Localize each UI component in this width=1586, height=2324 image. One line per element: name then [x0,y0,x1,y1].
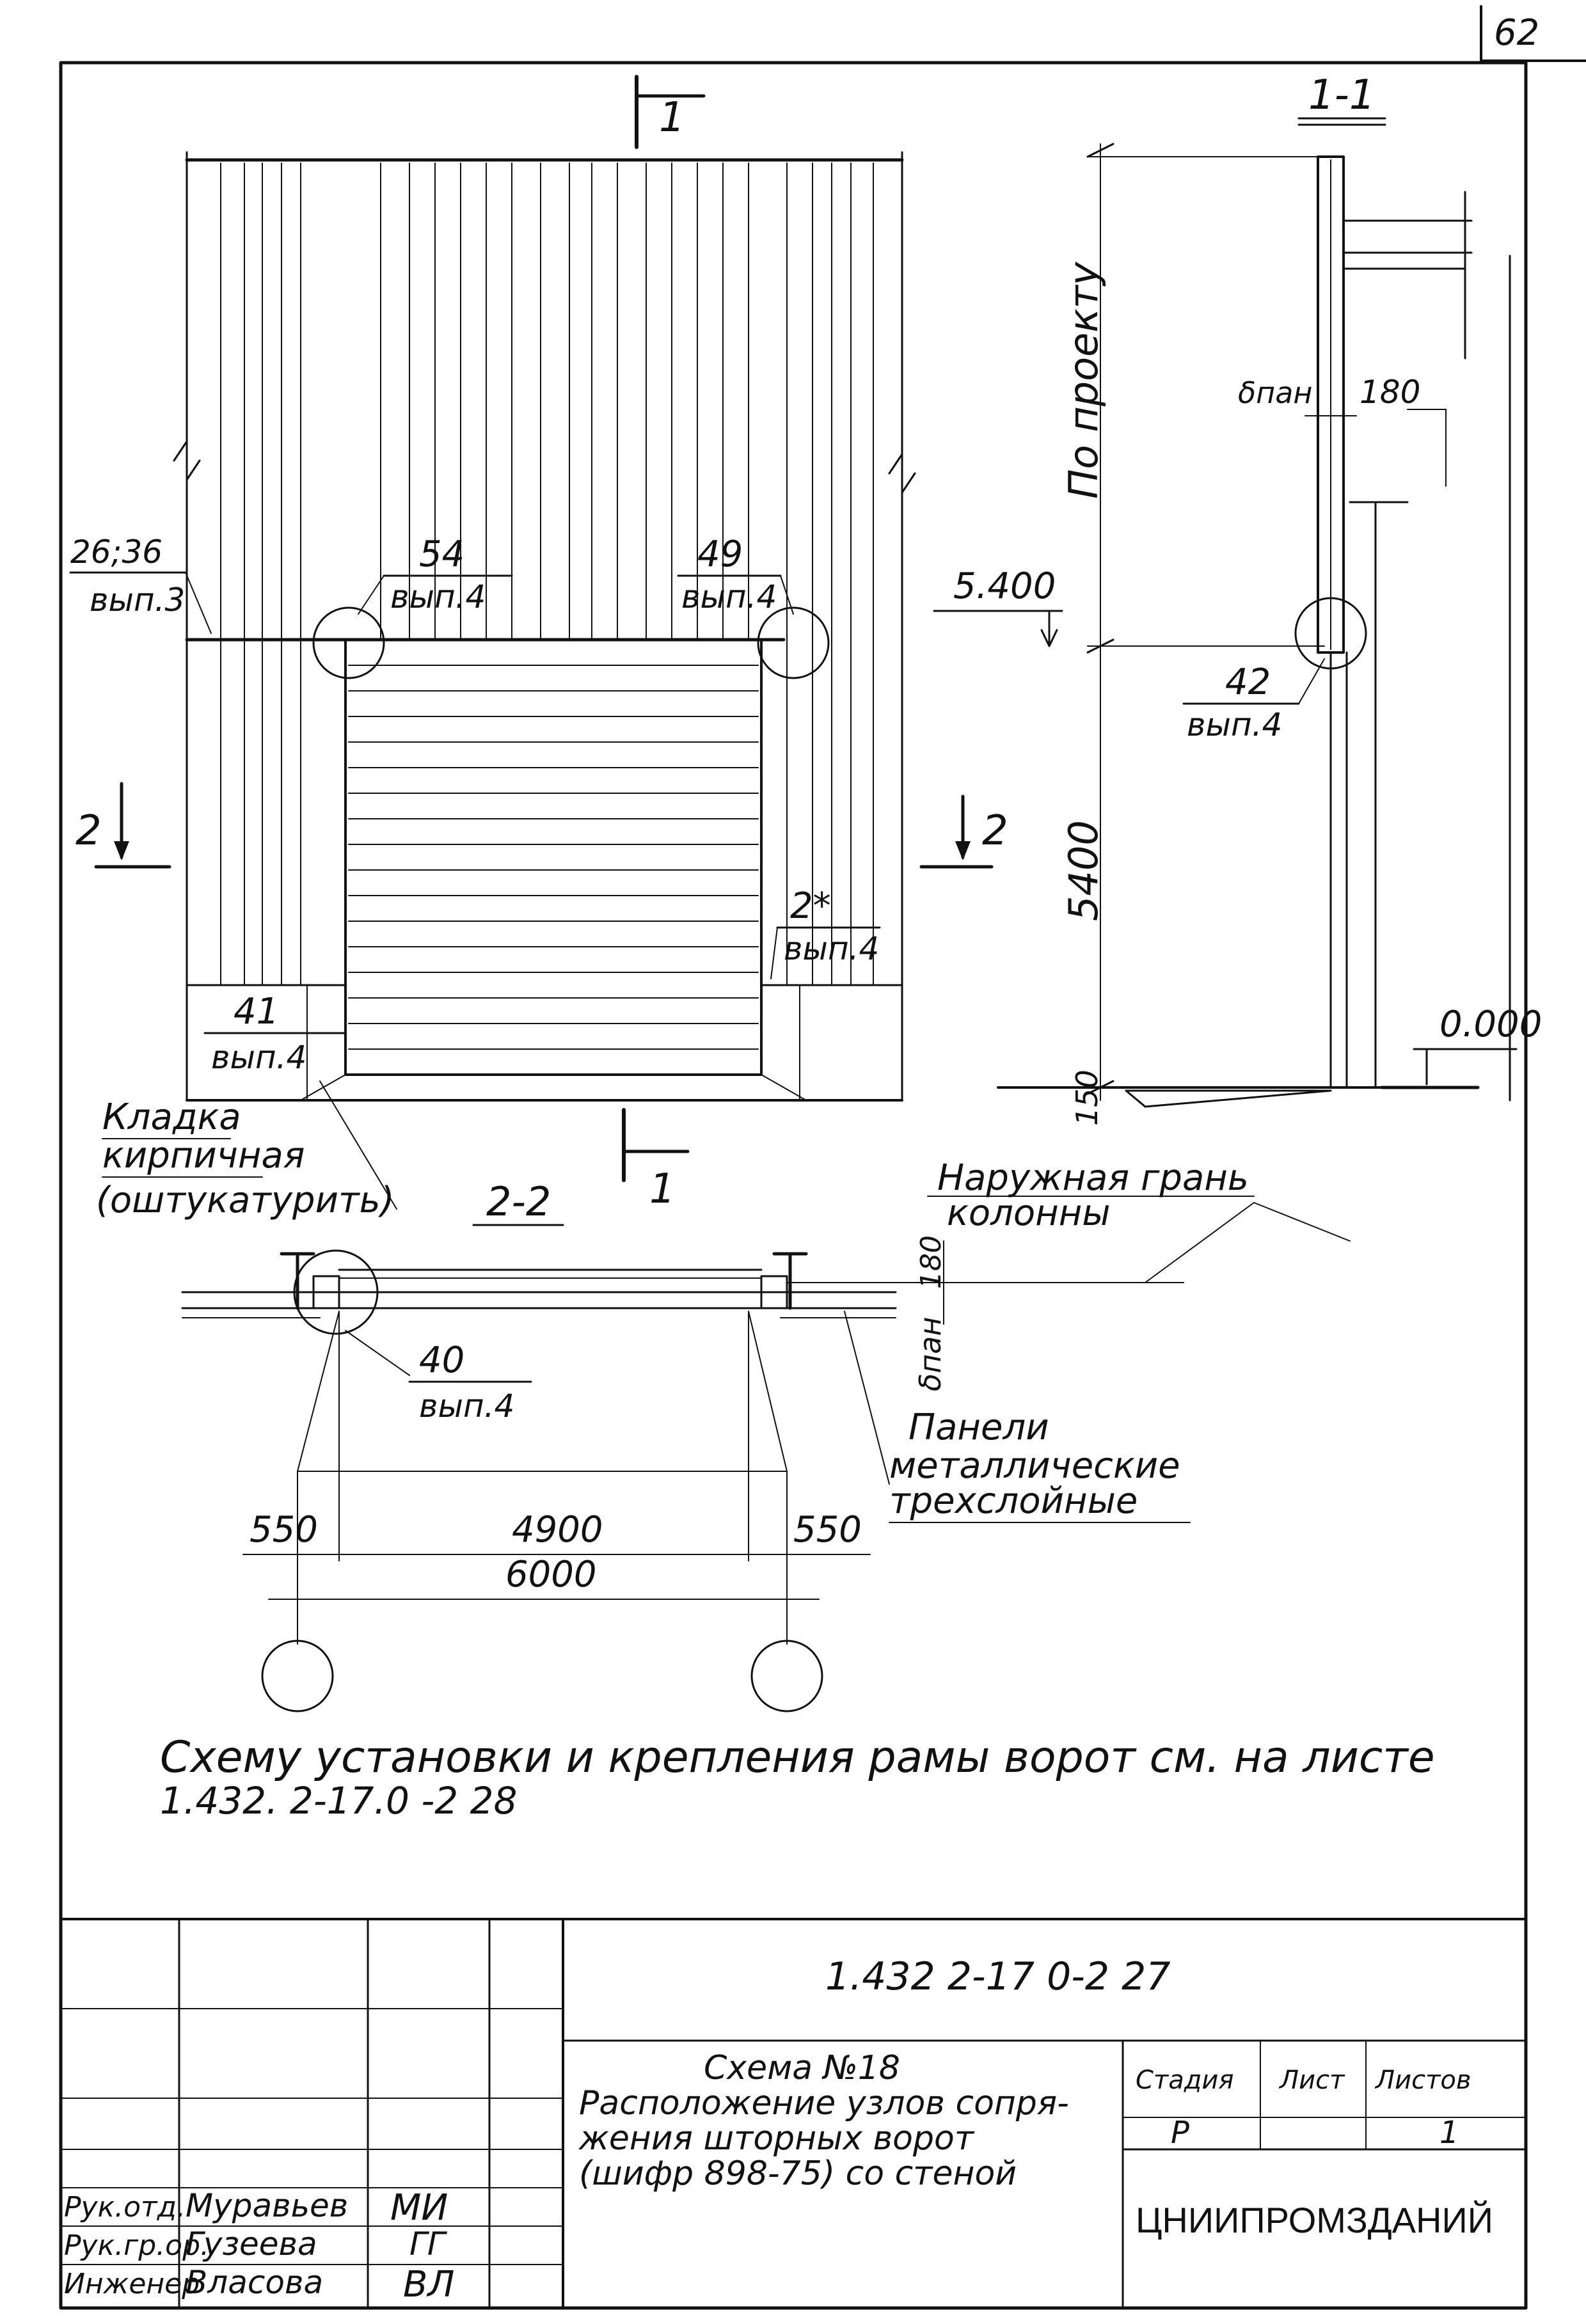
facade-elevation [173,151,1367,1102]
section-2-2-panel-label: δпан [913,1317,948,1391]
sheet-header: Лист [1278,2066,1345,2095]
sheet-frame [59,5,1586,2310]
general-note-line1: Схему установки и крепления рамы ворот с… [160,1732,1435,1783]
masonry-note-line1: Кладка [102,1096,241,1138]
dim-left: 550 [250,1509,318,1551]
staff-sign-1: МИ [390,2187,448,2229]
masonry-note: Кладка кирпичная (оштукатурить) [96,1080,397,1221]
callout-41: 41 вып.4 [203,991,347,1076]
staff-sign-2: ГГ [409,2225,448,2263]
section-mark-2-left-label: 2 [75,807,102,855]
callout-41-num: 41 [234,991,279,1032]
masonry-note-line3: (оштукатурить) [96,1180,394,1221]
title-block-title-line1: Схема №18 [704,2049,900,2087]
panels-note-line3: трехслойные [889,1480,1138,1522]
callout-49: 49 вып.4 [677,534,794,615]
staff-role-1: Рук.отд. [64,2191,186,2224]
section-mark-1-top-label: 1 [659,94,685,141]
panels-note-line1: Панели [908,1407,1049,1448]
callout-54: 54 вып.4 [358,534,513,615]
section-mark-1-top: 1 [635,75,706,149]
title-block: 1.432 2-17 0-2 27 Схема №18 Расположение… [59,1918,1527,2309]
title-block-code: 1.432 2-17 0-2 27 [825,1954,1171,1999]
staff-sign-3: ВЛ [403,2264,455,2305]
section-1-1-panel-thickness: 180 [1360,374,1420,411]
outer-face-note-line1: Наружная грань [937,1157,1249,1199]
section-mark-1-bottom-label: 1 [649,1166,676,1213]
section-2-2: 2-2 Наружная грань колонны 180 δпан [181,1157,1351,1712]
title-block-title-line2: Расположение узлов сопря- [579,2084,1069,2122]
callout-49-sheet: вып.4 [681,578,777,615]
outer-face-note-line2: колонны [947,1192,1111,1234]
panels-note-line2: металлические [889,1445,1180,1487]
section-1-1-level-zero: 0.000 [1439,1004,1542,1045]
callout-2star: 2* вып.4 [770,885,881,979]
callout-41-sheet: вып.4 [211,1039,306,1076]
sheets-value: 1 [1439,2115,1459,2151]
masonry-note-line2: кирпичная [102,1135,305,1176]
section-mark-1-bottom: 1 [622,1108,690,1213]
callout-2star-sheet: вып.4 [784,930,879,967]
callout-54-sheet: вып.4 [390,578,486,615]
callout-40-num: 40 [419,1340,464,1381]
axis-bubble-right [750,1640,823,1712]
callout-54-num: 54 [419,534,464,575]
section-1-1-dim-base: 150 [1070,1070,1104,1126]
wall-panel-joints [220,162,874,986]
stage-value: Р [1171,2115,1189,2151]
section-1-1-dim-height: 5400 [1060,820,1107,921]
section-mark-2-left: 2 [75,782,171,869]
stage-header: Стадия [1136,2066,1233,2095]
dim-right: 550 [793,1509,862,1551]
sheet-number: 62 [1494,12,1539,54]
staff-role-2: Рук.гр.ор. [64,2229,209,2262]
dim-total: 6000 [505,1554,597,1595]
axis-bubble-left [261,1640,334,1712]
section-1-1-dim-top: По проекту [1060,261,1107,499]
section-mark-2-right-label: 2 [982,807,1008,855]
sheets-header: Листов [1374,2066,1471,2095]
callout-42-num: 42 [1225,661,1271,703]
organization-name: ЦНИИПРОМЗДАНИЙ [1136,2200,1493,2240]
shutter-slats [348,665,759,1050]
section-2-2-title: 2-2 [486,1178,551,1225]
section-1-1: 1-1 δпан [933,72,1542,1126]
staff-role-3: Инженер [64,2268,200,2300]
callout-49-num: 49 [697,534,743,575]
title-block-title-line3: жения шторных ворот [578,2119,975,2158]
callout-26-36-num: 26;36 [70,534,163,571]
title-block-title-line4: (шифр 898-75) со стеной [579,2154,1017,2193]
callout-26-36-sheet: вып.3 [90,581,185,619]
section-2-2-panel-thickness: 180 [915,1235,948,1289]
section-1-1-panel-label: δпан [1238,375,1312,410]
general-note: Схему установки и крепления рамы ворот с… [160,1732,1435,1822]
staff-name-2: Гузеева [186,2225,317,2263]
section-1-1-title: 1-1 [1308,72,1376,119]
callout-42-sheet: вып.4 [1187,706,1282,743]
callout-2star-num: 2* [790,885,831,927]
section-mark-2-right: 2 [919,794,1008,869]
dim-middle: 4900 [512,1509,603,1551]
callout-40-sheet: вып.4 [419,1387,514,1425]
section-1-1-level-top: 5.400 [953,565,1056,607]
callout-26-36: 26;36 вып.3 [69,534,212,634]
staff-name-3: Власова [186,2264,323,2301]
general-note-line2: 1.432. 2-17.0 -2 28 [160,1779,517,1822]
staff-name-1: Муравьев [186,2187,348,2224]
